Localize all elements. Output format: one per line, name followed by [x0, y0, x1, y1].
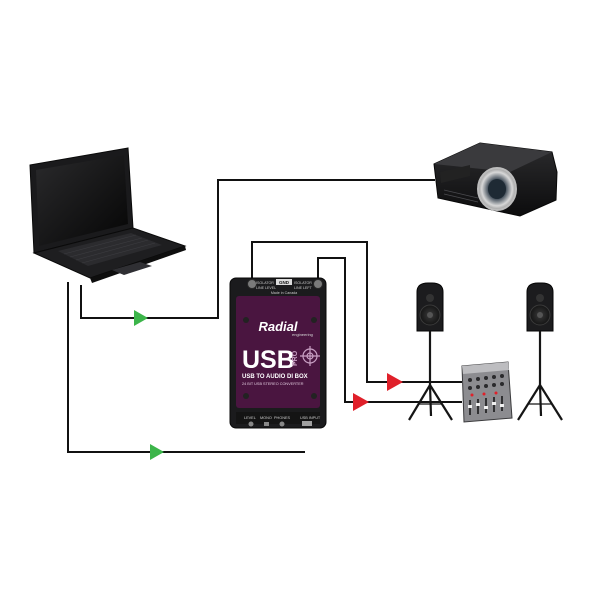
di-usb-label: USB INPUT	[300, 416, 321, 420]
speaker-icon	[416, 282, 444, 332]
di-model-suffix: PRO	[292, 350, 299, 366]
di-subtag: 24 BIT USB STEREO CONVERTER	[242, 382, 304, 386]
arrow-output-red	[387, 373, 403, 391]
mixer-icon	[461, 361, 513, 423]
di-brand: Radial	[258, 319, 297, 334]
di-top-label-right: ISOLATOR	[294, 281, 312, 285]
di-box: GND ISOLATOR LINE LEVEL ISOLATOR LINE LE…	[229, 277, 327, 429]
di-made-in: Made in Canada	[271, 291, 297, 295]
di-tagline: USB TO AUDIO DI BOX	[242, 374, 308, 380]
di-top-label-left-sub: LINE LEVEL	[256, 286, 276, 290]
di-bottom-label-phones: PHONES	[274, 416, 291, 420]
speaker-icon	[526, 282, 554, 332]
cables	[67, 179, 462, 453]
cable-laptop-to-projector	[80, 179, 435, 319]
arrow-input-green	[134, 310, 148, 326]
cable-di-box-right-output	[317, 257, 462, 403]
cable-laptop-to-di-box	[67, 282, 305, 453]
di-brand-sub: engineering	[292, 332, 313, 337]
di-top-badge: GND	[279, 280, 290, 285]
tripod-stand-icon	[517, 331, 563, 421]
crosshair-icon	[300, 346, 320, 366]
tripod-stand-icon	[408, 331, 453, 421]
projector-icon	[433, 142, 558, 217]
di-bottom-label-level: LEVEL	[244, 416, 256, 420]
signal-arrows	[134, 310, 403, 460]
arrow-input-green	[150, 444, 164, 460]
di-bottom-label-mono: MONO	[260, 416, 272, 420]
arrow-output-red	[353, 393, 369, 411]
di-model: USB	[242, 346, 295, 374]
di-top-label-left: ISOLATOR	[256, 281, 274, 285]
di-top-label-right-sub: LINE LEFT	[294, 286, 313, 290]
laptop-icon	[29, 147, 187, 283]
